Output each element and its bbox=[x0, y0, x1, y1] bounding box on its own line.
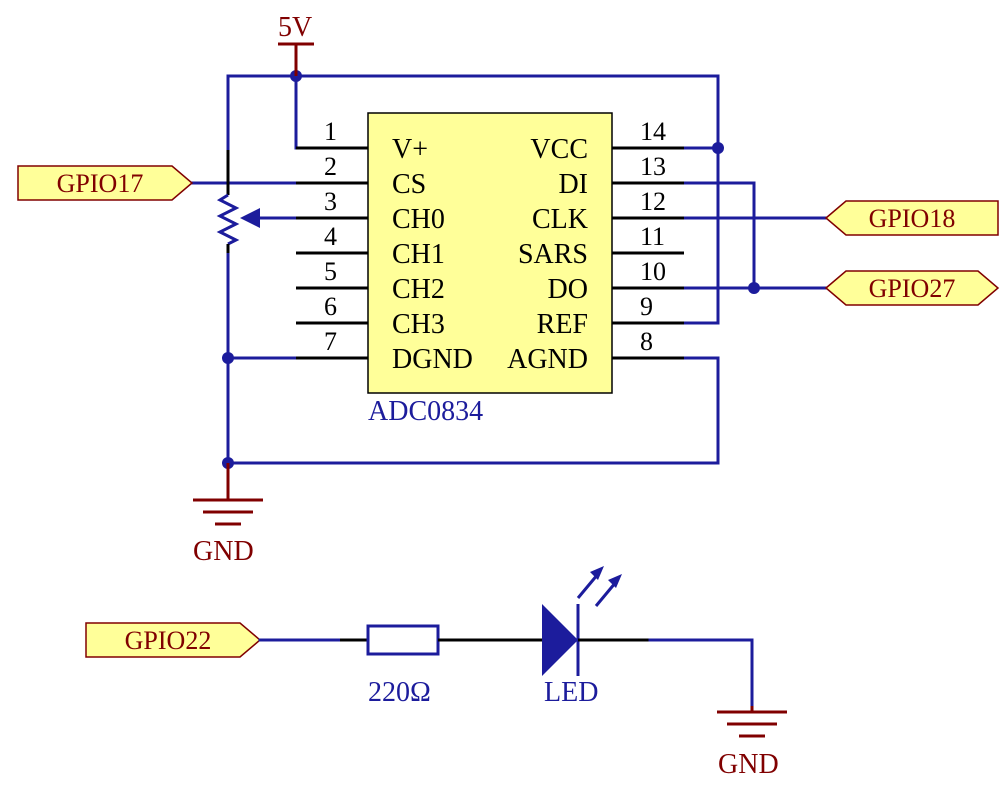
pin-number: 11 bbox=[640, 222, 665, 251]
pin-name: V+ bbox=[392, 134, 428, 165]
port-gpio22-label: GPIO22 bbox=[125, 626, 212, 655]
pin-number: 4 bbox=[324, 222, 337, 251]
wire-di bbox=[610, 181, 756, 290]
pin-name: REF bbox=[537, 309, 588, 340]
pin-number: 12 bbox=[640, 187, 666, 216]
resistor-value: 220Ω bbox=[368, 677, 431, 708]
pin-name: CH3 bbox=[392, 309, 445, 340]
pin-name: CS bbox=[392, 169, 426, 200]
pin-name: DGND bbox=[392, 344, 473, 375]
pin-name: AGND bbox=[507, 344, 588, 375]
light-emission-icon bbox=[576, 566, 622, 607]
wiper-arrow-icon bbox=[240, 208, 260, 228]
adc-chip: 1 2 3 4 5 6 7 V+ CS CH0 CH1 CH2 CH3 DGND… bbox=[296, 112, 684, 427]
port-gpio22: GPIO22 bbox=[85, 622, 262, 658]
chip-name: ADC0834 bbox=[368, 396, 483, 427]
pin-number: 5 bbox=[324, 257, 337, 286]
port-gpio18-label: GPIO18 bbox=[869, 204, 956, 233]
potentiometer bbox=[216, 150, 260, 253]
vcc-symbol: 5V bbox=[278, 12, 314, 76]
led-label: LED bbox=[544, 677, 598, 708]
pin-name: CH2 bbox=[392, 274, 445, 305]
pin-name: CH0 bbox=[392, 204, 445, 235]
vcc-label: 5V bbox=[278, 12, 312, 43]
junction-dot bbox=[222, 352, 234, 364]
chip-body bbox=[367, 112, 613, 394]
junction-dot bbox=[712, 142, 724, 154]
port-gpio18: GPIO18 bbox=[824, 200, 999, 236]
pin-number: 10 bbox=[640, 257, 666, 286]
pin-name: CLK bbox=[532, 204, 588, 235]
port-gpio27: GPIO27 bbox=[824, 270, 1000, 306]
port-gpio17: GPIO17 bbox=[17, 165, 194, 201]
pin-number: 2 bbox=[324, 152, 337, 181]
led-diode-icon bbox=[542, 604, 578, 676]
pin-number: 9 bbox=[640, 292, 653, 321]
gnd-symbol-bottom: GND bbox=[717, 706, 787, 780]
pin-name: SARS bbox=[518, 239, 588, 270]
pin-number: 14 bbox=[640, 117, 666, 146]
port-gpio17-label: GPIO17 bbox=[57, 169, 144, 198]
junction-dot bbox=[748, 282, 760, 294]
led-circuit: 220Ω LED bbox=[258, 566, 754, 708]
gnd-top-label: GND bbox=[193, 536, 254, 567]
gnd-symbol-top: GND bbox=[193, 463, 263, 567]
pin-number: 7 bbox=[324, 327, 337, 356]
pin-number: 6 bbox=[324, 292, 337, 321]
port-gpio27-label: GPIO27 bbox=[869, 274, 956, 303]
resistor-body bbox=[366, 624, 440, 656]
pin-number: 13 bbox=[640, 152, 666, 181]
junction-dots bbox=[222, 70, 760, 469]
wire-led-gnd bbox=[648, 638, 754, 708]
pin-number: 1 bbox=[324, 117, 337, 146]
pin-name: CH1 bbox=[392, 239, 445, 270]
pin-name: VCC bbox=[530, 134, 588, 165]
pin-number: 8 bbox=[640, 327, 653, 356]
gnd-bottom-label: GND bbox=[718, 749, 779, 780]
pin-number: 3 bbox=[324, 187, 337, 216]
pin-name: DI bbox=[558, 169, 588, 200]
pin-name: DO bbox=[548, 274, 588, 305]
